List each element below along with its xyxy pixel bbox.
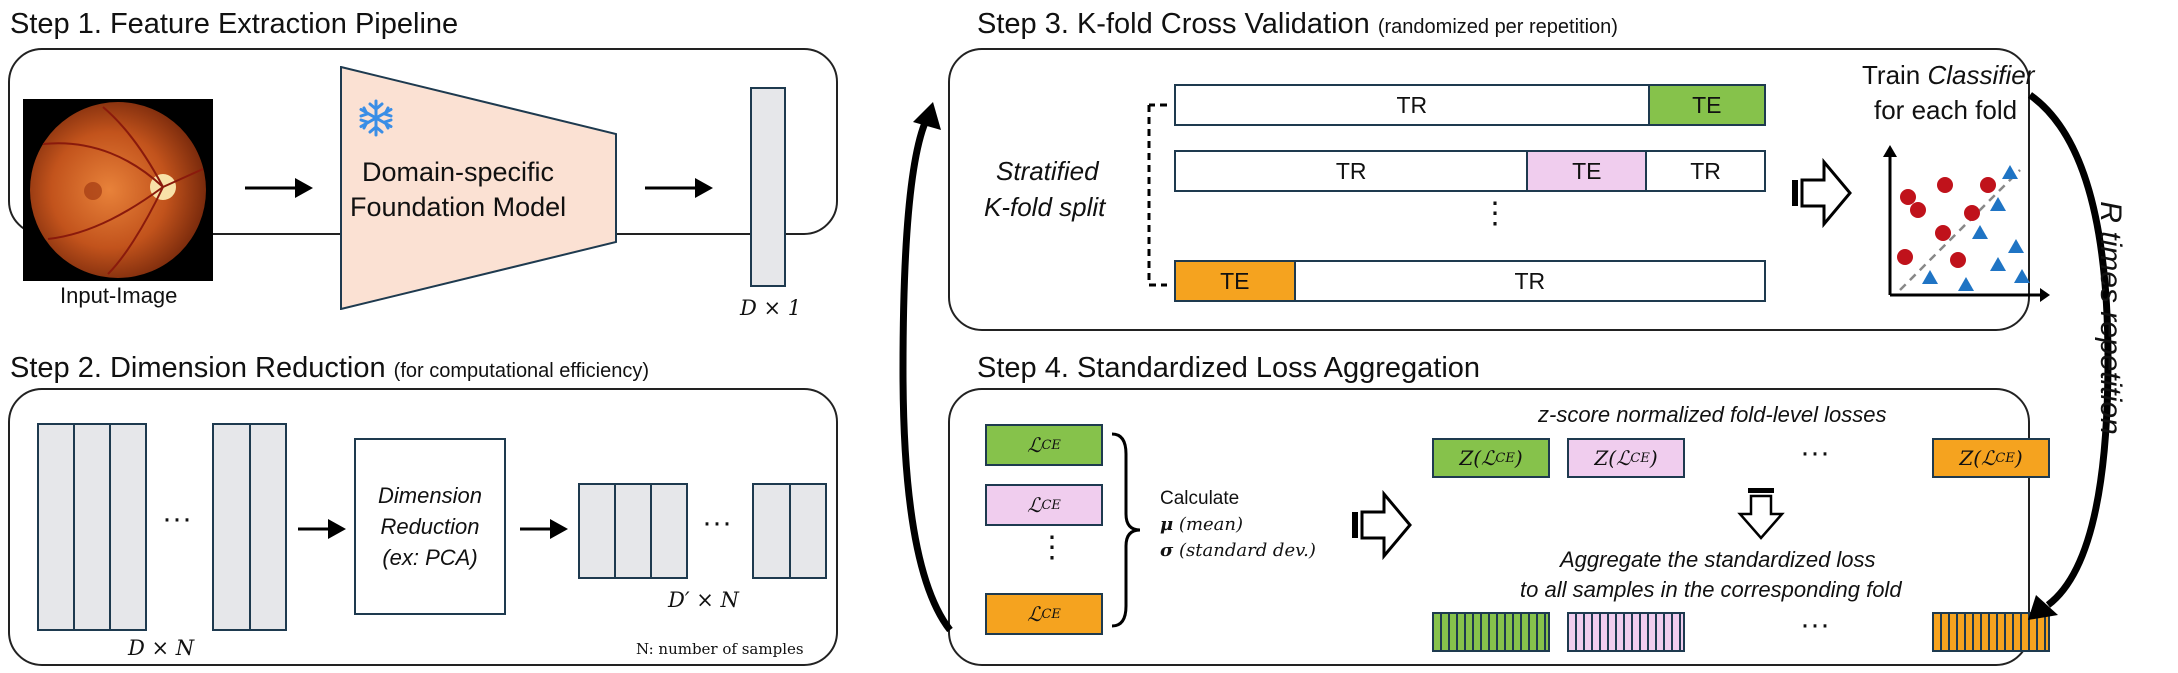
fold-segment-te: TE xyxy=(1176,262,1294,300)
hollow-down-arrow-icon xyxy=(1737,488,1785,540)
aggregated-samples-2 xyxy=(1567,612,1685,652)
snowflake-icon xyxy=(359,99,393,137)
z-ellipsis: ··· xyxy=(1800,436,1830,469)
curly-brace xyxy=(1111,432,1141,628)
feature-matrix-left xyxy=(37,423,147,631)
train-label-line2: for each fold xyxy=(1874,95,2018,125)
calc-mu: μ (mean) xyxy=(1160,514,1244,535)
reduced-dim-label: D′ × N xyxy=(668,588,739,612)
step2-title: Step 2. Dimension Reduction (for computa… xyxy=(10,352,649,384)
loss-vertical-ellipsis: ⋮ xyxy=(1037,531,1067,564)
fold-segment-te: TE xyxy=(1526,152,1646,190)
reduction-line2: Reduction xyxy=(380,514,480,539)
arrow-right-icon xyxy=(245,178,313,198)
step4-title: Step 4. Standardized Loss Aggregation xyxy=(977,352,1481,384)
loop-arrow-right xyxy=(2028,92,2112,620)
classifier-scatter-plot xyxy=(1883,145,2050,302)
model-label-line2: Foundation Model xyxy=(350,192,567,222)
reduced-matrix-right xyxy=(752,483,827,579)
repeat-label: R times repetition xyxy=(2094,201,2127,435)
split-label-line2: K-fold split xyxy=(984,192,1106,222)
aggregate-line2: to all samples in the corresponding fold xyxy=(1520,577,1902,602)
fold-segment-tr: TR xyxy=(1293,262,1764,300)
reduced-ellipsis: ··· xyxy=(702,506,732,539)
foundation-model-shape xyxy=(340,66,617,310)
feature-dim-label: D × 1 xyxy=(740,296,802,320)
fold-segment-te: TE xyxy=(1647,86,1764,124)
samples-note: N: number of samples xyxy=(636,640,804,658)
fundus-image xyxy=(23,99,213,281)
dimension-reduction-box: Dimension Reduction (ex: PCA) xyxy=(354,438,506,615)
reduction-line3: (ex: PCA) xyxy=(382,545,478,570)
zscore-title: z-score normalized fold-level losses xyxy=(1538,402,1887,427)
aggregated-samples-1 xyxy=(1432,612,1550,652)
step3-title: Step 3. K-fold Cross Validation (randomi… xyxy=(977,8,1618,40)
feature-vector xyxy=(750,87,786,287)
fold-segment-tr: TR xyxy=(1645,152,1764,190)
calc-title: Calculate xyxy=(1160,488,1240,509)
train-label-line1: Train Classifier xyxy=(1862,60,2035,90)
calc-sigma: σ (standard dev.) xyxy=(1160,540,1316,561)
hollow-arrow-icon xyxy=(1352,490,1412,560)
hollow-arrow-icon xyxy=(1792,158,1852,228)
input-image-label: Input-Image xyxy=(60,283,178,308)
loop-arrow-left xyxy=(899,102,953,633)
split-label-line1: Stratified xyxy=(996,156,1099,186)
folds-vertical-ellipsis: ⋮ xyxy=(1480,197,1510,230)
aggregate-line1: Aggregate the standardized loss xyxy=(1560,547,1876,572)
input-dim-label: D × N xyxy=(128,636,195,660)
reduction-line1: Dimension xyxy=(378,483,482,508)
reduced-matrix-left xyxy=(578,483,688,579)
model-label-line1: Domain-specific xyxy=(362,157,555,187)
arrow-right-icon xyxy=(645,178,713,198)
arrow-right-icon xyxy=(298,519,346,539)
arrow-right-icon xyxy=(520,519,568,539)
step1-title: Step 1. Feature Extraction Pipeline xyxy=(10,8,459,40)
split-bracket xyxy=(1147,103,1167,287)
feature-matrix-right xyxy=(212,423,287,631)
fold-segment-tr: TR xyxy=(1176,86,1648,124)
fold-segment-tr: TR xyxy=(1176,152,1527,190)
aggregated-ellipsis: ··· xyxy=(1800,608,1830,641)
matrix-ellipsis: ··· xyxy=(162,502,192,535)
